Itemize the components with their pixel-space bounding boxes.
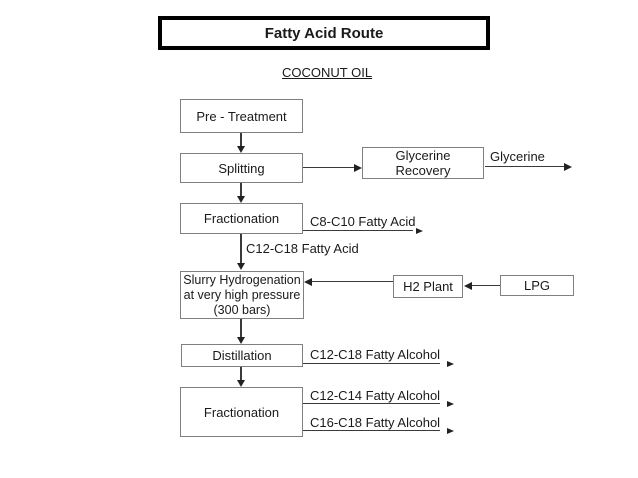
arrow-right-icon <box>447 428 454 434</box>
arrow-down-icon <box>237 146 245 153</box>
arrow-line <box>312 281 393 283</box>
arrow-right-icon <box>447 361 454 367</box>
stream-label-c8-c10-fatty-acid: C8-C10 Fatty Acid <box>310 214 416 229</box>
box-lpg: LPG <box>500 275 574 296</box>
arrow-down-icon <box>237 337 245 344</box>
stream-label-c12-c18-fatty-acid: C12-C18 Fatty Acid <box>246 241 359 256</box>
arrow-down-icon <box>237 196 245 203</box>
arrow-down-icon <box>237 380 245 387</box>
arrow-line <box>303 403 440 405</box>
arrow-line <box>485 166 565 168</box>
box-splitting: Splitting <box>180 153 303 183</box>
arrow-right-icon <box>447 401 454 407</box>
title-box: Fatty Acid Route <box>158 16 490 50</box>
arrow-line <box>240 183 242 196</box>
arrow-line <box>240 367 242 380</box>
feedstock-label: COCONUT OIL <box>282 65 373 80</box>
stream-label-glycerine: Glycerine <box>490 149 545 164</box>
box-fractionation-2: Fractionation <box>180 387 303 437</box>
stream-label-c12-c14-fatty-alcohol: C12-C14 Fatty Alcohol <box>310 388 441 403</box>
box-fractionation-1: Fractionation <box>180 203 303 234</box>
arrow-line <box>240 319 242 337</box>
arrow-line <box>240 234 242 263</box>
arrow-line <box>240 133 242 146</box>
arrow-right-icon <box>416 228 423 234</box>
box-pre-treatment: Pre - Treatment <box>180 99 303 133</box>
arrow-left-icon <box>464 282 472 290</box>
arrow-right-icon <box>354 164 362 172</box>
stream-label-c16-c18-fatty-alcohol: C16-C18 Fatty Alcohol <box>310 415 441 430</box>
arrow-left-icon <box>304 278 312 286</box>
box-distillation: Distillation <box>181 344 303 367</box>
arrow-line <box>472 285 500 287</box>
box-glycerine-recovery: Glycerine Recovery <box>362 147 484 179</box>
arrow-line <box>303 430 440 432</box>
arrow-right-icon <box>564 163 572 171</box>
box-h2-plant: H2 Plant <box>393 275 463 298</box>
arrow-line <box>303 167 355 169</box>
box-slurry-hydrogenation: Slurry Hydrogenation at very high pressu… <box>180 271 304 319</box>
stream-label-c12-c18-fatty-alcohol: C12-C18 Fatty Alcohol <box>310 347 441 362</box>
arrow-down-icon <box>237 263 245 270</box>
arrow-line <box>303 363 440 365</box>
arrow-line <box>303 230 413 232</box>
page-title: Fatty Acid Route <box>264 24 384 42</box>
